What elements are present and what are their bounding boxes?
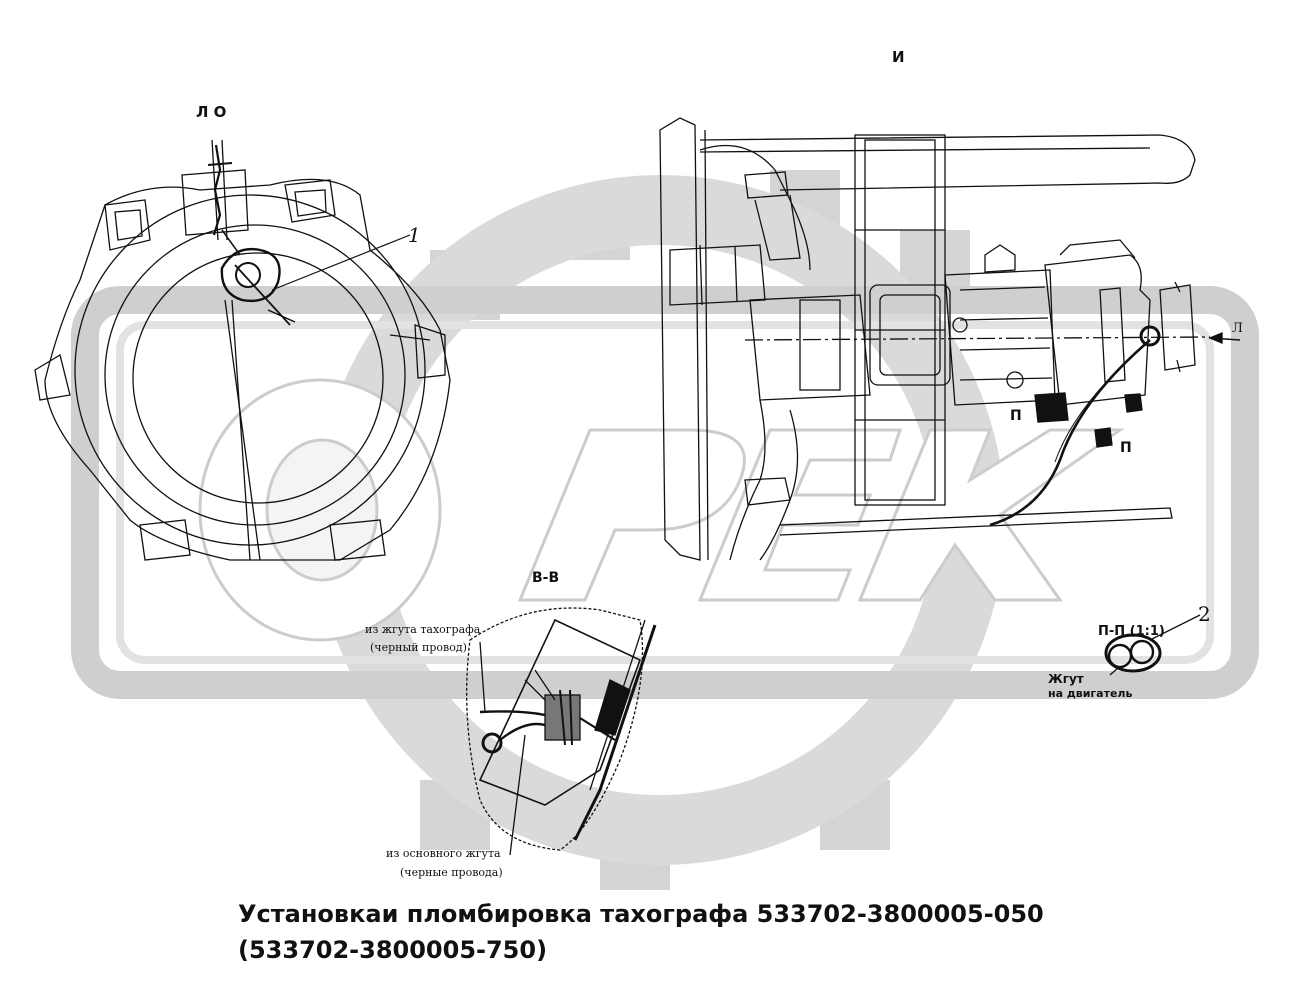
section-pp-label: П-П (1:1): [1098, 624, 1165, 639]
arrow-l-label: Л: [1232, 321, 1243, 336]
callout-2: 2: [1198, 602, 1211, 626]
harness-engine-line2: на двигатель: [1048, 687, 1132, 700]
callout-1: 1: [408, 223, 421, 247]
from-tacho-line1: из жгута тахографа: [365, 623, 481, 636]
caption-line-1: Установкаи пломбировка тахографа 533702-…: [238, 900, 1044, 928]
section-bb-label: В-В: [532, 570, 559, 586]
caption-line-2: (533702-3800005-750): [238, 936, 548, 964]
view-i-engine: [659, 117, 1241, 561]
from-tacho-line2: (черный провод): [370, 641, 467, 654]
view-lo-label: Л О: [196, 103, 226, 121]
harness-engine-line1: Жгут: [1048, 672, 1084, 686]
view-lo-housing: [34, 139, 451, 561]
section-pp-harness: [1104, 614, 1201, 676]
from-main-line1: из основного жгута: [386, 847, 501, 860]
section-bb-detail: [466, 607, 657, 856]
section-p-left: П: [1010, 408, 1022, 424]
from-main-line2: (черные провода): [400, 866, 503, 879]
section-p-right: П: [1120, 440, 1132, 456]
view-i-label: И: [892, 48, 905, 66]
